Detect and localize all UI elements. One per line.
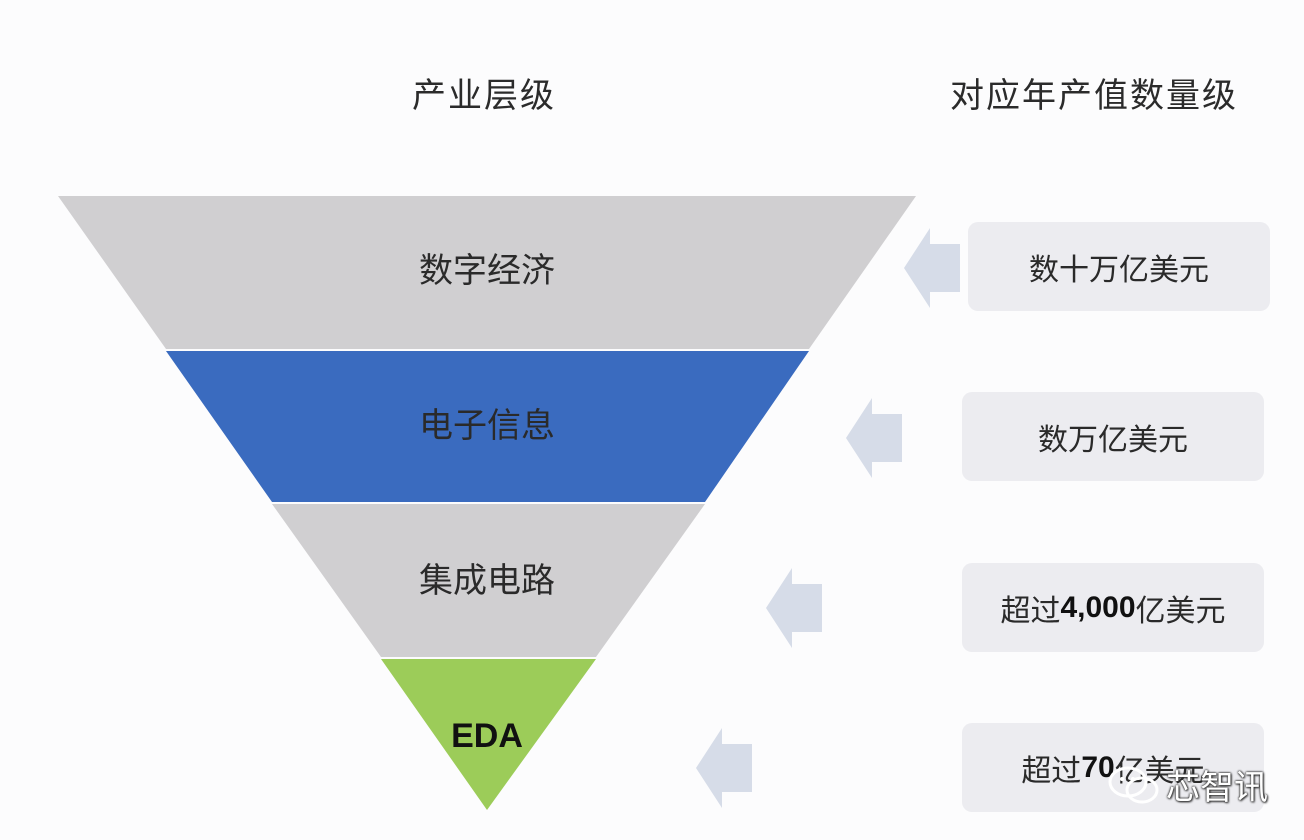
- wechat-logo-icon: [1108, 766, 1159, 803]
- left-arrow-icon: [846, 398, 902, 478]
- layer-label-electronic-info: 电子信息: [419, 406, 555, 446]
- layer-label-integrated-circuit: 集成电路: [419, 561, 555, 601]
- layer-label-digital-economy: 数字经济: [419, 251, 555, 291]
- value-box-electronic-info: 数万亿美元: [962, 392, 1264, 481]
- left-arrow-icon: [696, 728, 752, 808]
- annual-output-header: 对应年产值数量级: [950, 76, 1238, 116]
- layer-digital-economy: [58, 196, 916, 349]
- layer-electronic-info: [166, 351, 809, 502]
- value-suffix: 亿美元: [1135, 593, 1226, 629]
- left-arrow-icon: [904, 228, 960, 308]
- value-text: 数万亿美元: [1038, 422, 1188, 458]
- value-prefix: 超过: [1000, 593, 1061, 629]
- value-text: 数十万亿美元: [1029, 252, 1209, 288]
- value-prefix: 超过: [1021, 753, 1082, 789]
- watermark: 芯智讯: [1108, 760, 1268, 809]
- left-arrow-icon: [766, 568, 822, 648]
- layer-label-eda: EDA: [451, 717, 523, 755]
- value-number: 4,000: [1060, 590, 1136, 624]
- value-box-digital-economy: 数十万亿美元: [968, 222, 1270, 311]
- layer-integrated-circuit: [272, 504, 705, 657]
- layer-eda: [381, 659, 596, 810]
- industry-level-header: 产业层级: [412, 76, 556, 116]
- watermark-text: 芯智讯: [1166, 768, 1268, 808]
